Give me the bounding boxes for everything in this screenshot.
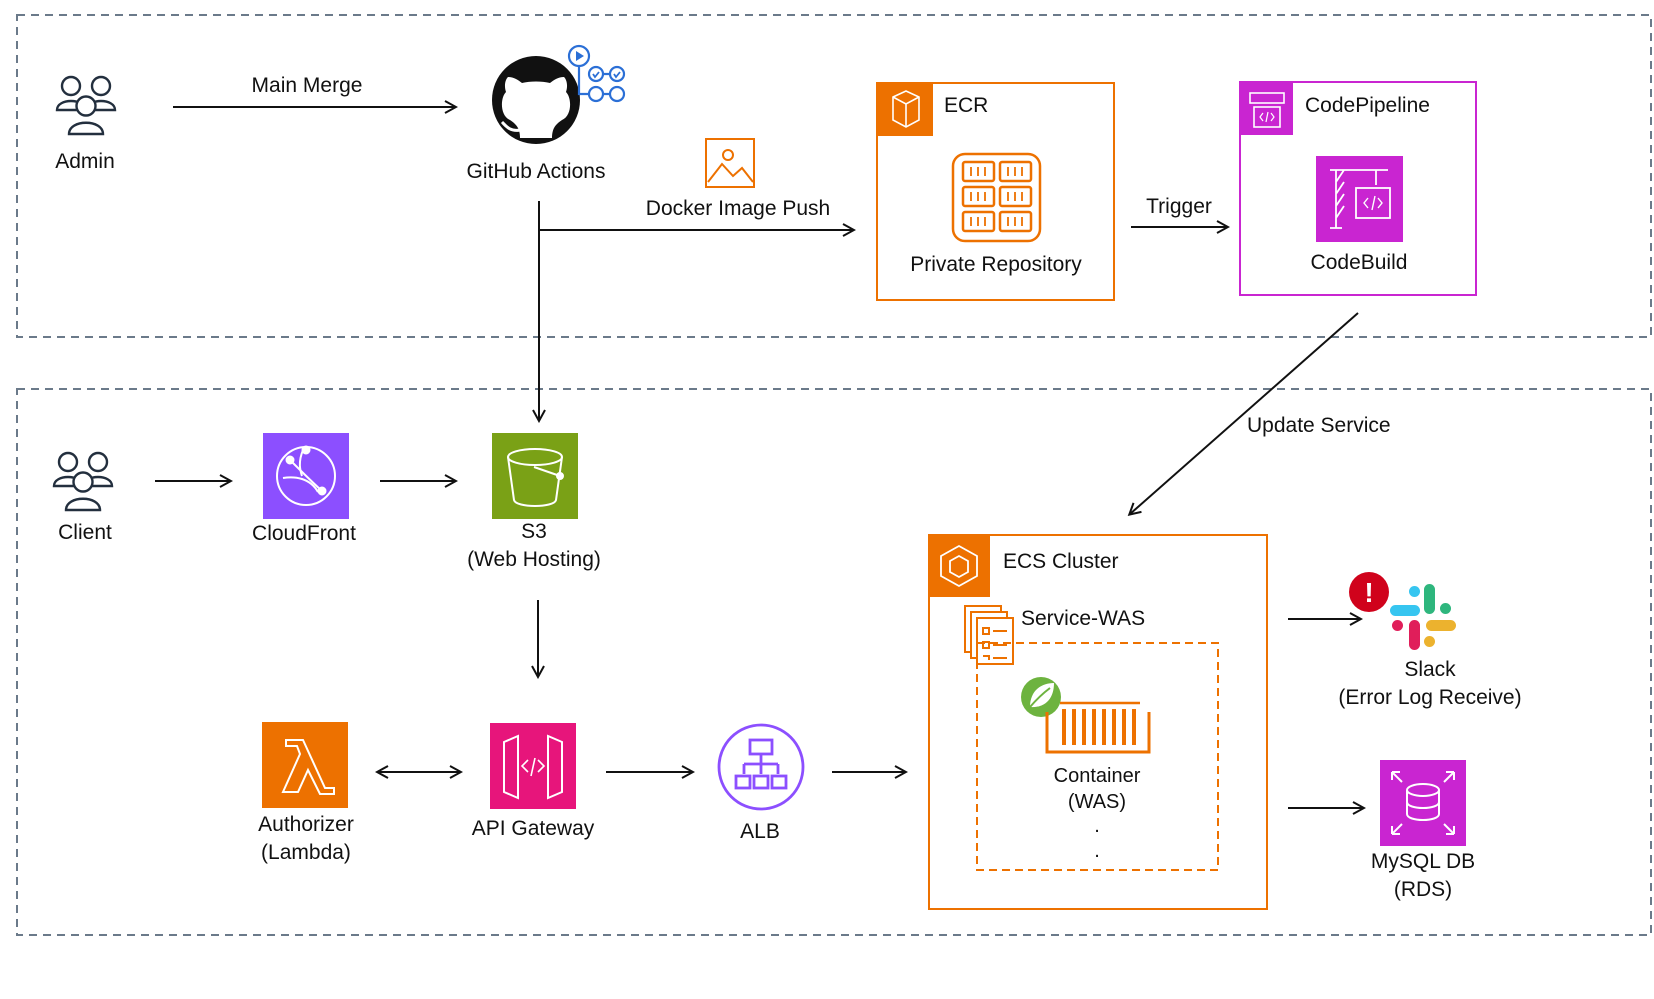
cicd-group <box>16 14 1652 338</box>
service-was-box <box>976 642 1219 871</box>
admin-label: Admin <box>55 150 115 173</box>
authorizer-label-line2: (Lambda) <box>261 841 351 864</box>
container-dots-1: . <box>1094 815 1100 837</box>
ecr-title: ECR <box>944 94 989 117</box>
codepipeline-box <box>1239 81 1477 296</box>
slack-icon <box>1390 584 1456 650</box>
trigger-label: Trigger <box>1146 195 1212 218</box>
cloudfront-label: CloudFront <box>252 522 356 545</box>
container-label-line1: Container <box>1053 765 1141 787</box>
api-gateway-label: API Gateway <box>471 817 595 840</box>
registry-icon <box>951 152 1042 243</box>
alert-mark: ! <box>1364 577 1373 608</box>
alert-icon <box>1349 572 1389 612</box>
container-dots-2: . <box>1094 840 1100 862</box>
s3-label: S3 (Web Hosting) <box>448 518 620 574</box>
slack-label-line1: Slack <box>1404 658 1456 681</box>
slack-label-line2: (Error Log Receive) <box>1338 686 1522 709</box>
workflow-icon <box>567 44 626 103</box>
codebuild-label: CodeBuild <box>1310 251 1408 274</box>
alb-label: ALB <box>740 820 780 843</box>
ecs-cluster-title: ECS Cluster <box>1003 550 1119 573</box>
s3-label-line2: (Web Hosting) <box>467 548 601 571</box>
mysql-label: MySQL DB (RDS) <box>1353 848 1493 904</box>
alb-icon <box>717 723 805 811</box>
github-actions-label: GitHub Actions <box>466 160 606 183</box>
codepipeline-icon <box>1240 82 1293 135</box>
lambda-icon <box>262 722 348 808</box>
private-repo-label: Private Repository <box>910 253 1082 276</box>
service-icon <box>964 605 1014 665</box>
ecs-icon <box>929 535 990 597</box>
spring-icon <box>1021 677 1061 717</box>
ecr-box <box>876 82 1115 301</box>
service-was-label: Service-WAS <box>1021 607 1146 630</box>
client-label: Client <box>58 521 112 544</box>
users-icon <box>55 75 117 136</box>
image-icon <box>705 138 755 188</box>
main-merge-label: Main Merge <box>251 74 363 97</box>
runtime-group <box>16 388 1652 936</box>
container-label-line2: (WAS) <box>1067 791 1127 813</box>
authorizer-label-line1: Authorizer <box>258 813 354 836</box>
container-icon <box>1045 701 1151 754</box>
authorizer-label: Authorizer (Lambda) <box>236 811 376 867</box>
s3-label-line1: S3 <box>521 520 547 543</box>
update-service-arrow <box>1130 312 1359 514</box>
mysql-label-line1: MySQL DB <box>1370 850 1476 873</box>
update-service-label: Update Service <box>1247 414 1391 437</box>
docker-push-label: Docker Image Push <box>645 197 831 220</box>
github-icon <box>492 56 580 144</box>
mysql-label-line2: (RDS) <box>1393 878 1453 901</box>
lambda-glyph <box>281 739 335 795</box>
slack-label: Slack (Error Log Receive) <box>1320 656 1540 712</box>
codepipeline-title: CodePipeline <box>1305 94 1430 117</box>
client-users-icon <box>52 451 114 512</box>
ecs-cluster-box <box>928 534 1268 910</box>
